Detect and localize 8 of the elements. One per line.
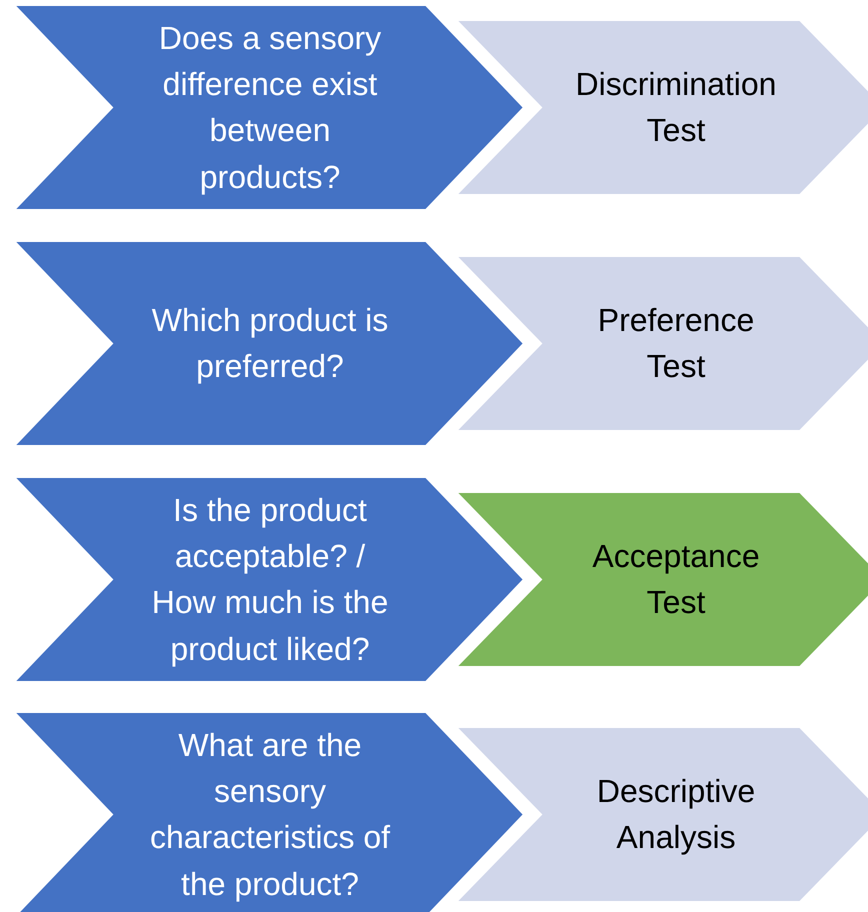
question-text: Which product is preferred? <box>150 301 390 386</box>
question-text: What are the sensory characteristics of the product? <box>148 726 392 904</box>
test-type-label: Descriptive Analysis <box>596 772 756 858</box>
question-text: Is the product acceptable? / How much is the product liked? <box>150 490 390 669</box>
test-type-label: Acceptance Test <box>591 537 761 622</box>
question-text: Does a sensory difference exist between products? <box>158 18 382 197</box>
test-type-label: Preference Test <box>596 301 756 386</box>
test-type-label: Discrimination Test <box>574 65 778 150</box>
